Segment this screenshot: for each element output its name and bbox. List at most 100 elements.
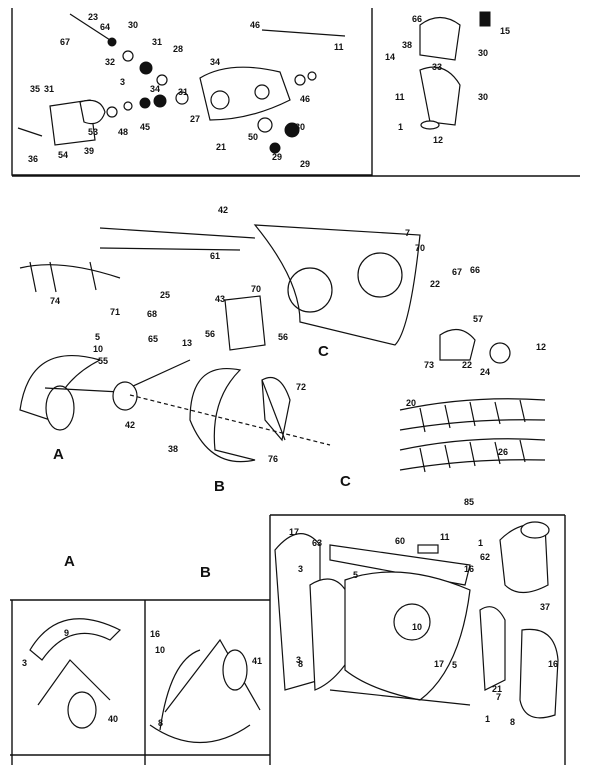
part-number-label: 30 xyxy=(478,48,488,58)
part-number-label: 10 xyxy=(93,344,103,354)
part-number-label: 74 xyxy=(50,296,60,306)
part-number-label: 1 xyxy=(478,538,483,548)
part-number-label: 8 xyxy=(158,718,163,728)
part-number-label: 39 xyxy=(84,146,94,156)
part-number-label: 50 xyxy=(248,132,258,142)
part-number-label: 30 xyxy=(478,92,488,102)
part-number-label: 8 xyxy=(510,717,515,727)
section-letter: A xyxy=(53,446,64,463)
section-letter: A xyxy=(64,553,75,570)
part-number-label: 12 xyxy=(536,342,546,352)
part-number-label: 42 xyxy=(125,420,135,430)
part-number-label: 16 xyxy=(548,659,558,669)
part-number-label: 31 xyxy=(178,87,188,97)
part-number-label: 23 xyxy=(88,12,98,22)
part-number-label: 56 xyxy=(205,329,215,339)
part-number-label: 54 xyxy=(58,150,68,160)
part-number-label: 71 xyxy=(110,307,120,317)
inset-b-parts xyxy=(149,638,261,743)
part-number-label: 21 xyxy=(216,142,226,152)
part-number-label: 29 xyxy=(272,152,282,162)
part-number-label: 3 xyxy=(298,564,303,574)
part-number-label: 10 xyxy=(155,645,165,655)
part-number-label: 34 xyxy=(210,57,220,67)
part-number-label: 63 xyxy=(312,538,322,548)
part-number-label: 24 xyxy=(480,367,490,377)
part-number-label: 70 xyxy=(251,284,261,294)
part-number-label: 66 xyxy=(412,14,422,24)
part-number-label: 38 xyxy=(402,40,412,50)
part-number-label: 35 xyxy=(30,84,40,94)
part-number-label: 72 xyxy=(296,382,306,392)
part-number-label: 5 xyxy=(353,570,358,580)
part-number-label: 17 xyxy=(434,659,444,669)
part-number-label: 70 xyxy=(415,243,425,253)
inset-c-parts xyxy=(274,521,559,719)
part-number-label: 26 xyxy=(498,447,508,457)
part-number-label: 29 xyxy=(300,159,310,169)
part-number-label: 36 xyxy=(28,154,38,164)
part-number-label: 46 xyxy=(300,94,310,104)
part-number-label: 65 xyxy=(148,334,158,344)
part-number-label: 10 xyxy=(412,622,422,632)
top-panel-parts xyxy=(17,11,491,154)
part-number-label: 85 xyxy=(464,497,474,507)
part-number-label: 62 xyxy=(480,552,490,562)
part-number-label: 5 xyxy=(95,332,100,342)
part-number-label: 25 xyxy=(160,290,170,300)
part-number-label: 37 xyxy=(540,602,550,612)
part-number-label: 46 xyxy=(250,20,260,30)
part-number-label: 61 xyxy=(210,251,220,261)
part-number-label: 28 xyxy=(173,44,183,54)
part-number-label: 38 xyxy=(168,444,178,454)
part-number-label: 17 xyxy=(289,527,299,537)
part-number-label: 7 xyxy=(496,692,501,702)
part-number-label: 15 xyxy=(500,26,510,36)
part-number-label: 76 xyxy=(268,454,278,464)
inset-a-parts xyxy=(29,618,122,729)
part-number-label: 7 xyxy=(405,228,410,238)
part-number-label: 11 xyxy=(440,532,450,542)
part-number-label: 20 xyxy=(406,398,416,408)
section-letter: B xyxy=(214,478,225,495)
part-number-label: 3 xyxy=(22,658,27,668)
part-number-label: 40 xyxy=(108,714,118,724)
part-number-label: 27 xyxy=(190,114,200,124)
part-number-label: 67 xyxy=(60,37,70,47)
part-number-label: 64 xyxy=(100,22,110,32)
part-number-label: 11 xyxy=(334,42,344,52)
part-number-label: 66 xyxy=(470,265,480,275)
part-number-label: 3 xyxy=(120,77,125,87)
part-number-label: 22 xyxy=(462,360,472,370)
middle-panel-parts xyxy=(19,224,546,473)
part-number-label: 5 xyxy=(452,660,457,670)
part-number-label: 13 xyxy=(182,338,192,348)
part-number-label: 30 xyxy=(128,20,138,30)
part-number-label: 16 xyxy=(150,629,160,639)
part-number-label: 34 xyxy=(150,84,160,94)
part-number-label: 32 xyxy=(105,57,115,67)
part-number-label: 1 xyxy=(485,714,490,724)
panel-frames xyxy=(10,8,580,765)
part-number-label: 48 xyxy=(118,127,128,137)
section-letter: C xyxy=(318,343,329,360)
part-number-label: 60 xyxy=(395,536,405,546)
part-number-label: 33 xyxy=(432,62,442,72)
part-number-label: 1 xyxy=(398,122,403,132)
tire-chains xyxy=(399,398,546,473)
part-number-label: 56 xyxy=(278,332,288,342)
part-number-label: 8 xyxy=(298,659,303,669)
part-number-label: 11 xyxy=(395,92,405,102)
section-letter: C xyxy=(340,473,351,490)
part-number-label: 31 xyxy=(152,37,162,47)
part-number-label: 43 xyxy=(215,294,225,304)
part-number-label: 3 xyxy=(296,655,301,665)
part-number-label: 42 xyxy=(218,205,228,215)
part-number-label: 45 xyxy=(140,122,150,132)
part-number-label: 41 xyxy=(252,656,262,666)
part-number-label: 14 xyxy=(385,52,395,62)
part-number-label: 67 xyxy=(452,267,462,277)
